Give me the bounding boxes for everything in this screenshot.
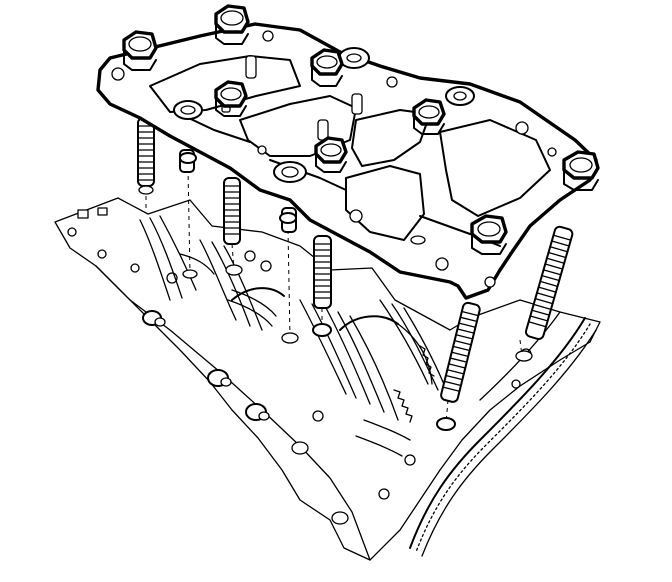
bolt-shank-9 bbox=[524, 225, 574, 340]
bolt-shank-1 bbox=[137, 117, 155, 187]
bolt-head-icon-4 bbox=[214, 80, 248, 117]
block-front-bosses bbox=[142, 310, 349, 525]
engine-block bbox=[54, 197, 601, 561]
block-hole-3 bbox=[130, 263, 140, 273]
block-hole-6 bbox=[260, 260, 272, 272]
bolt-head-icon-9 bbox=[179, 152, 197, 164]
bolt-shank-3 bbox=[223, 177, 241, 245]
block-hole-9 bbox=[378, 488, 390, 500]
frame-bosses bbox=[111, 30, 591, 288]
bolt-head-icon-7 bbox=[562, 150, 600, 191]
bolt-head-icon-10 bbox=[279, 212, 297, 224]
bolt-shank-5 bbox=[313, 235, 332, 309]
block-hole-1 bbox=[67, 227, 77, 237]
block-hole-8 bbox=[404, 454, 416, 466]
bolt-head-icon-1 bbox=[122, 30, 158, 71]
block-tab-1 bbox=[77, 209, 89, 219]
frame-window-4 bbox=[439, 119, 551, 217]
bolt-head-icon-8 bbox=[470, 214, 508, 255]
block-tab-2 bbox=[97, 207, 108, 216]
bolt-heads bbox=[122, 4, 600, 255]
bearing-webs bbox=[139, 215, 449, 457]
bolt-head-icon-5 bbox=[314, 136, 348, 173]
bolt-shank-8 bbox=[440, 301, 481, 403]
block-hole-2 bbox=[97, 249, 107, 259]
block-hole-12 bbox=[511, 379, 521, 389]
block-hole-5 bbox=[244, 250, 256, 262]
bolt-head-icon-2 bbox=[214, 4, 250, 45]
bolt-head-icon-6 bbox=[412, 98, 446, 135]
frame-window-3 bbox=[351, 109, 431, 167]
block-hole-7 bbox=[312, 410, 324, 422]
bolt-holes bbox=[138, 185, 533, 431]
bolt-head-icon-3 bbox=[310, 48, 344, 87]
